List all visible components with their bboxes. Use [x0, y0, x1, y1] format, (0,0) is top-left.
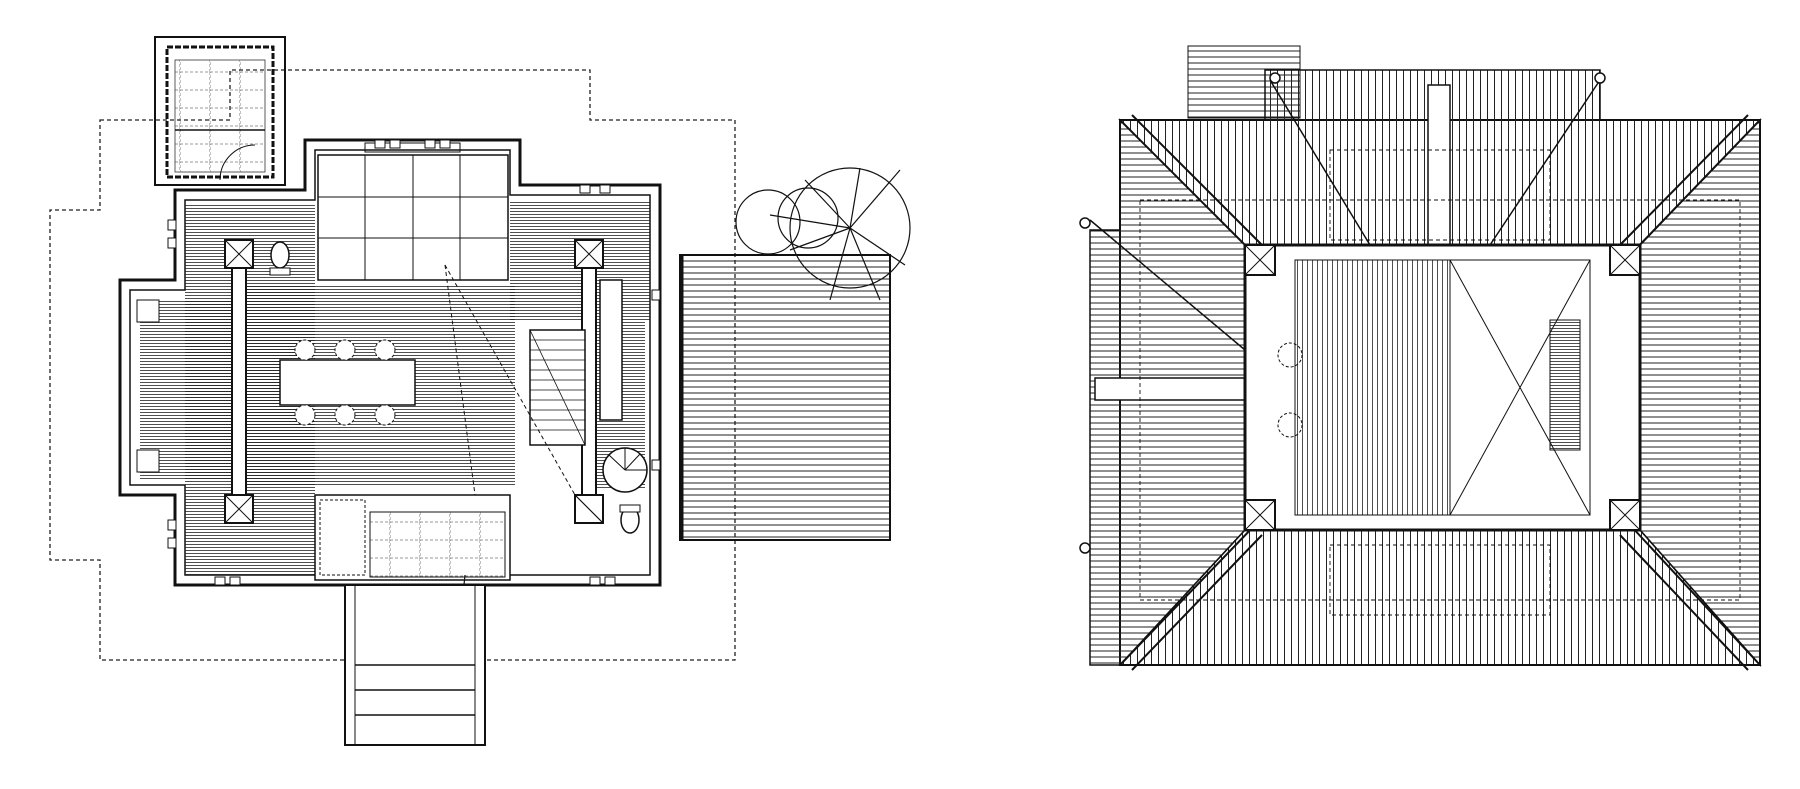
grid-room [317, 142, 509, 281]
exterior-wall-outer [118, 138, 662, 587]
kitchen-counter [314, 494, 511, 581]
dining-table [279, 339, 416, 426]
exterior-wall-inner [129, 149, 651, 576]
annex-room [154, 36, 286, 186]
toilet-icon [269, 241, 641, 534]
roof-corner-columns [1244, 244, 1641, 531]
roof-and-upper-plan [1079, 45, 1762, 671]
tree-icon [735, 167, 911, 301]
eave-ornaments [1079, 72, 1606, 554]
sink-icon [136, 299, 160, 473]
ground-floor-plan [49, 36, 736, 746]
deck-terrace [679, 254, 891, 541]
wall-openings [167, 139, 661, 586]
staircase [529, 329, 586, 446]
door-swing-icon [219, 144, 256, 181]
entry-steps [344, 584, 486, 746]
central-well [1243, 243, 1642, 532]
hidden-lines [1139, 149, 1741, 616]
hip-ridges [1089, 79, 1761, 671]
spiral-stair-icon [602, 447, 648, 493]
column-grid [224, 239, 604, 524]
site-boundary-outline [49, 69, 736, 661]
